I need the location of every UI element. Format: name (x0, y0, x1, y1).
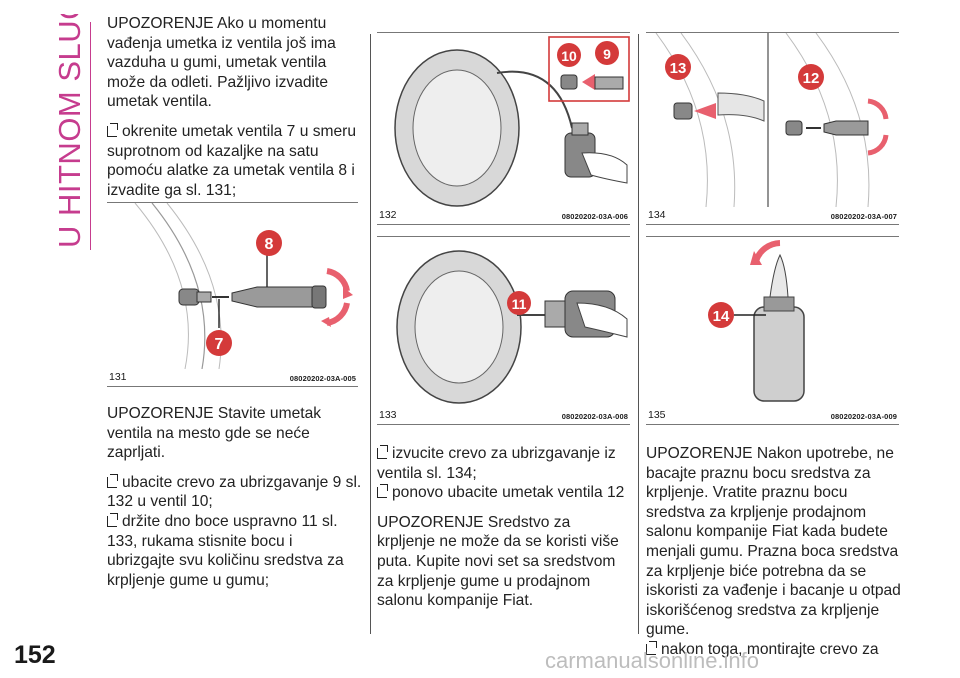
checkbox-bullet-icon (377, 445, 388, 459)
figure-code: 08020202-03A-009 (830, 412, 897, 421)
figure-number: 133 (379, 409, 397, 421)
valve-core-removal-illustration: 8 7 (134, 203, 353, 369)
callout-label: 14 (713, 308, 730, 325)
figure-code: 08020202-03A-006 (561, 212, 628, 221)
column-2-text: izvucite crevo za ubrizgavanje iz ventil… (377, 444, 632, 621)
figure-134: 13 12 134 08020202-03A-007 (646, 32, 899, 225)
warning-paragraph: UPOZORENJE Ako u momentu vađenja umetka … (107, 15, 336, 111)
figure-caption: 131 08020202-03A-005 (107, 369, 358, 387)
figure-number: 131 (109, 371, 127, 383)
figure-number: 134 (648, 209, 666, 221)
column-1-bottom-text: UPOZORENJE Stavite umetak ventila na mes… (107, 404, 362, 590)
checkbox-bullet-icon (107, 122, 118, 137)
callout-badge (708, 302, 734, 328)
hose-removal-illustration: 13 12 (655, 33, 889, 207)
list-item: nakon toga, montirajte crevo za (646, 640, 904, 660)
list-item: ponovo ubacite umetak ventila 12 (377, 483, 632, 503)
callout-badge (665, 54, 691, 80)
hose-insertion-illustration: 10 9 (394, 36, 630, 207)
list-item: držite dno boce uspravno 11 sl. 133, ruk… (107, 512, 344, 589)
checkbox-bullet-icon (377, 484, 388, 499)
callout-label: 10 (561, 48, 577, 64)
warning-paragraph: UPOZORENJE Sredstvo za krpljenje ne može… (377, 513, 619, 610)
bottle-squeeze-illustration: 11 (396, 250, 628, 404)
callout-label: 12 (803, 70, 820, 87)
bottle-cap-illustration: 14 (708, 240, 805, 402)
callout-badge (256, 230, 282, 256)
figure-132: 10 9 132 08020202-03A-006 (377, 32, 630, 225)
warning-paragraph: UPOZORENJE Stavite umetak ventila na mes… (107, 405, 322, 462)
callout-badge (798, 64, 824, 90)
callout-label: 9 (603, 46, 611, 62)
figure-code: 08020202-03A-005 (289, 374, 356, 383)
column-divider (638, 34, 639, 634)
section-title-rule (90, 22, 91, 250)
checkbox-bullet-icon (646, 640, 657, 655)
figure-code: 08020202-03A-007 (830, 212, 897, 221)
column-3-text: UPOZORENJE Nakon upotrebe, ne bacajte pr… (646, 444, 904, 660)
list-item: izvucite crevo za ubrizgavanje iz ventil… (377, 445, 616, 482)
callout-label: 13 (670, 60, 687, 77)
callout-badge (557, 43, 581, 67)
figure-133: 11 133 08020202-03A-008 (377, 236, 630, 425)
callout-badge (595, 41, 619, 65)
callout-label: 8 (265, 236, 274, 253)
figure-caption: 133 08020202-03A-008 (377, 407, 630, 425)
column-divider (370, 34, 371, 634)
figure-caption: 135 08020202-03A-009 (646, 407, 899, 425)
figure-caption: 132 08020202-03A-006 (377, 207, 630, 225)
section-title: U HITNOM SLUČAJU (52, 14, 87, 248)
watermark: carmanualsonline.info (545, 648, 760, 673)
figure-131: 8 7 131 08020202-03A-005 (107, 202, 358, 387)
column-1-top-text: UPOZORENJE Ako u momentu vađenja umetka … (107, 14, 362, 200)
list-item: ubacite crevo za ubrizgavanje 9 sl. 132 … (107, 473, 362, 511)
checkbox-bullet-icon (107, 473, 118, 488)
checkbox-bullet-icon (107, 512, 118, 527)
figure-code: 08020202-03A-008 (561, 412, 628, 421)
page-number: 152 (14, 641, 56, 669)
callout-badge (507, 291, 531, 315)
callout-label: 11 (512, 296, 527, 312)
figure-number: 135 (648, 409, 666, 421)
figure-135: 14 135 08020202-03A-009 (646, 236, 899, 425)
figure-caption: 134 08020202-03A-007 (646, 207, 899, 225)
figure-number: 132 (379, 209, 397, 221)
list-item: okrenite umetak ventila 7 u smeru suprot… (107, 122, 357, 199)
warning-paragraph: UPOZORENJE Nakon upotrebe, ne bacajte pr… (646, 445, 901, 639)
callout-badge (206, 330, 232, 356)
callout-label: 7 (215, 336, 224, 353)
